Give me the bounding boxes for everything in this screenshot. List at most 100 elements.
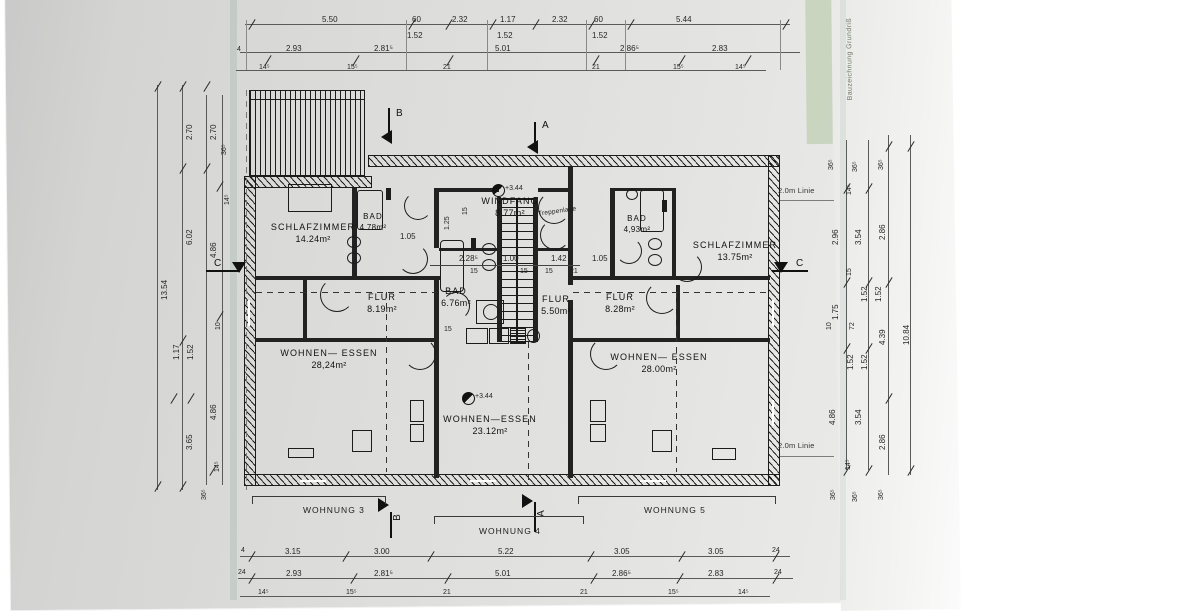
dim-right-10-84: 10.84: [902, 324, 911, 345]
axis-dash-h2: [573, 292, 769, 293]
dim-right-10: 10: [826, 322, 833, 330]
room-area: 23.12m²: [472, 426, 508, 436]
room-label-flur-right: FLUR 8.28m²: [590, 292, 650, 314]
dim-bot2-2-83: 2.83: [708, 569, 724, 578]
sink-left: [347, 252, 361, 264]
room-name: BAD: [627, 214, 647, 223]
dim-bot3-15a: 15⁵: [346, 589, 357, 596]
section-label: B: [391, 514, 403, 521]
room-name: FLUR: [606, 292, 634, 302]
dim-rb-1-52: 1.52: [874, 286, 883, 302]
room-label-schlafzimmer-left: SCHLAFZIMMER 14.24m²: [258, 222, 368, 244]
level-marker-value-2: +3.44: [475, 393, 493, 400]
interior-wall-2: [434, 188, 439, 248]
dim-line-left-inner: [206, 95, 207, 485]
dim-bot2-2-93: 2.93: [286, 569, 302, 578]
room-area: 4.78m²: [359, 223, 387, 232]
dim-bot2-end-24a: 24: [238, 569, 246, 576]
radiator-center: [471, 238, 476, 251]
room-name: FLUR: [368, 292, 396, 302]
section-label: B: [396, 108, 403, 119]
dim-bot-3-05a: 3.05: [614, 547, 630, 556]
sink-right-upper: [626, 189, 638, 200]
room-area: 28.00m²: [641, 364, 677, 374]
dim-right-15: 15: [846, 268, 853, 276]
dim-bot2-2-865: 2.86⁵: [612, 569, 631, 578]
dim-rc-2-86b: 2.86: [878, 434, 887, 450]
dim-rc-4-39: 4.39: [878, 329, 887, 345]
dim-int-1-05a: 1.05: [400, 232, 416, 241]
room-name: WOHNEN— ESSEN: [610, 352, 708, 362]
dim-top3-15a: 15⁵: [347, 64, 358, 71]
dim-rb-3-54b: 3.54: [854, 409, 863, 425]
room-area: 8.19m²: [367, 304, 397, 314]
door-swing-1: [320, 278, 354, 312]
hob-center: [510, 328, 526, 344]
dim-int-15a: 15: [470, 268, 478, 275]
dim-rc-2-86a: 2.86: [878, 224, 887, 240]
dim-left-4-86b: 4.86: [209, 404, 218, 420]
window-left-1: [248, 300, 250, 326]
dim-line-bottom-3: [240, 596, 770, 597]
dim-bot3-21a: 21: [443, 589, 451, 596]
dim-right-4-86: 4.86: [828, 409, 837, 425]
interior-wall-4: [568, 167, 573, 285]
dim-right-1-75: 1.75: [831, 304, 840, 320]
window-right-2: [772, 400, 774, 426]
brace-wohnung-3: [252, 496, 386, 504]
room-area: 4,93m²: [623, 225, 651, 234]
interior-wall-3: [434, 278, 439, 478]
dim-rb-1-52b: 1.52: [860, 354, 869, 370]
room-area: 13.75m²: [717, 252, 753, 262]
window-bottom-3: [640, 480, 666, 482]
bed-left: [288, 184, 332, 212]
dim-top-2-32b: 2.32: [552, 15, 568, 24]
dim-top2-2-93: 2.93: [286, 44, 302, 53]
apartment-label-3: WOHNUNG 3: [303, 505, 365, 515]
dim-line-right-outer: [910, 135, 911, 475]
dim-rb-36b: 36⁵: [852, 491, 859, 502]
dim-int-15d: 15: [444, 326, 452, 333]
scan-edge-strip-left: [230, 0, 237, 600]
interior-wall-9: [676, 285, 680, 340]
dim-top3-14b: 14⁵: [735, 64, 746, 71]
dim-int-2-285: 2.28⁵: [459, 254, 478, 263]
dim-int-15c: 15: [545, 268, 553, 275]
note-2m-linie-upper: 2.0m Linie: [778, 186, 815, 195]
dim-line-top-2: [240, 52, 800, 53]
dim-left-36b: 36⁵: [201, 489, 208, 500]
room-name: FLUR: [542, 294, 570, 304]
dim-left-13-54: 13.54: [160, 279, 169, 300]
radiator-left: [386, 188, 391, 200]
room-name: SCHLAFZIMMER: [692, 240, 778, 250]
dim-top-5-50: 5.50: [322, 15, 338, 24]
room-area: 8.77m²: [495, 208, 525, 218]
dim-left-2-70b: 2.70: [209, 124, 218, 140]
door-swing-8: [616, 238, 642, 264]
dim-int-v-2: 15: [462, 207, 469, 215]
sink-right: [648, 254, 662, 266]
exterior-wall-bottom: [244, 474, 780, 486]
toilet-center: [482, 243, 496, 255]
room-name: WOHNEN— ESSEN: [280, 348, 378, 358]
dim-line-bottom-2: [238, 578, 793, 579]
room-label-windfang: WINDFANG 8.77m²: [472, 196, 548, 218]
dim-line-right-a: [846, 140, 847, 470]
room-label-bad-right: BAD 4,93m²: [614, 214, 660, 234]
room-label-wohnen-essen-right: WOHNEN— ESSEN 28.00m²: [598, 352, 720, 374]
dim-rb-36a: 36⁵: [852, 161, 859, 172]
highlight-strip: Bauzeichnung Grundriß: [805, 0, 854, 145]
brace-wohnung-4: [434, 516, 584, 524]
dim-line-top-1: [245, 24, 790, 25]
brace-wohnung-5: [578, 496, 776, 504]
section-label: A: [542, 120, 549, 131]
room-name: SCHLAFZIMMER: [270, 222, 356, 232]
interior-wall-1: [352, 188, 357, 278]
room-label-wohnen-essen-center: WOHNEN—ESSEN 23.12m²: [434, 414, 546, 436]
dim-rc-36b: 36⁵: [878, 489, 885, 500]
room-label-bad-center: BAD 6.76m²: [432, 286, 480, 308]
washing-machine: [476, 300, 504, 324]
dim-top-sub-1-52b: 1.52: [497, 31, 513, 40]
door-swing-10: [646, 282, 678, 314]
axis-dash-v3: [676, 292, 677, 472]
